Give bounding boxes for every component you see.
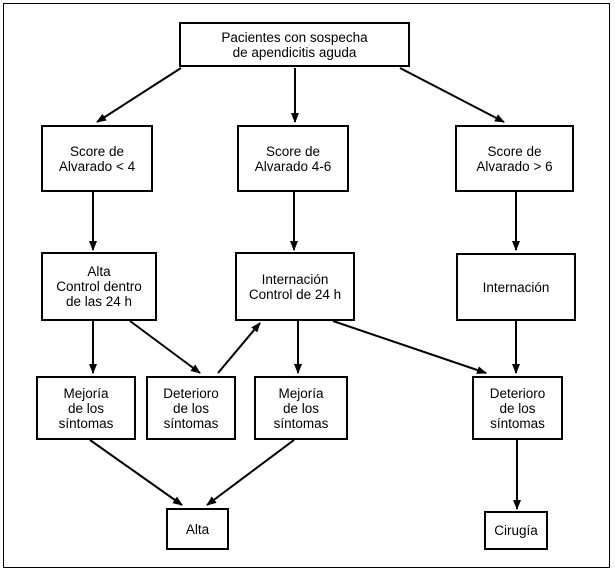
arrow-mejoria-1-to-alta (89, 439, 183, 506)
node-mejoria-2: Mejoría de los síntomas (254, 376, 348, 440)
arrow-internacion-control-to-deterioro-2 (332, 320, 487, 374)
node-score-alvarado-high: Score de Alvarado > 6 (455, 125, 574, 192)
arrow-start-to-score-high (399, 67, 505, 123)
node-pacientes-sospecha: Pacientes con sospecha de apendicitis ag… (179, 22, 410, 67)
node-internacion: Internación (456, 253, 576, 321)
node-deterioro-1: Deterioro de los síntomas (146, 376, 236, 440)
node-deterioro-2: Deterioro de los síntomas (472, 376, 563, 440)
arrow-start-to-score-low (96, 67, 182, 123)
arrow-alta-control-to-deterioro-1 (129, 320, 201, 374)
node-score-alvarado-low: Score de Alvarado < 4 (41, 125, 153, 192)
node-alta: Alta (166, 508, 229, 550)
arrow-deterioro-1-to-internacion-control (217, 322, 261, 374)
node-mejoria-1: Mejoría de los síntomas (36, 376, 136, 440)
node-internacion-control: Internación Control de 24 h (235, 252, 355, 321)
diagram-frame (3, 3, 610, 568)
node-score-alvarado-mid: Score de Alvarado 4-6 (237, 125, 349, 192)
node-cirugia: Cirugía (484, 511, 548, 550)
arrow-mejoria-2-to-alta (206, 439, 295, 506)
node-alta-control: Alta Control dentro de las 24 h (41, 252, 157, 321)
